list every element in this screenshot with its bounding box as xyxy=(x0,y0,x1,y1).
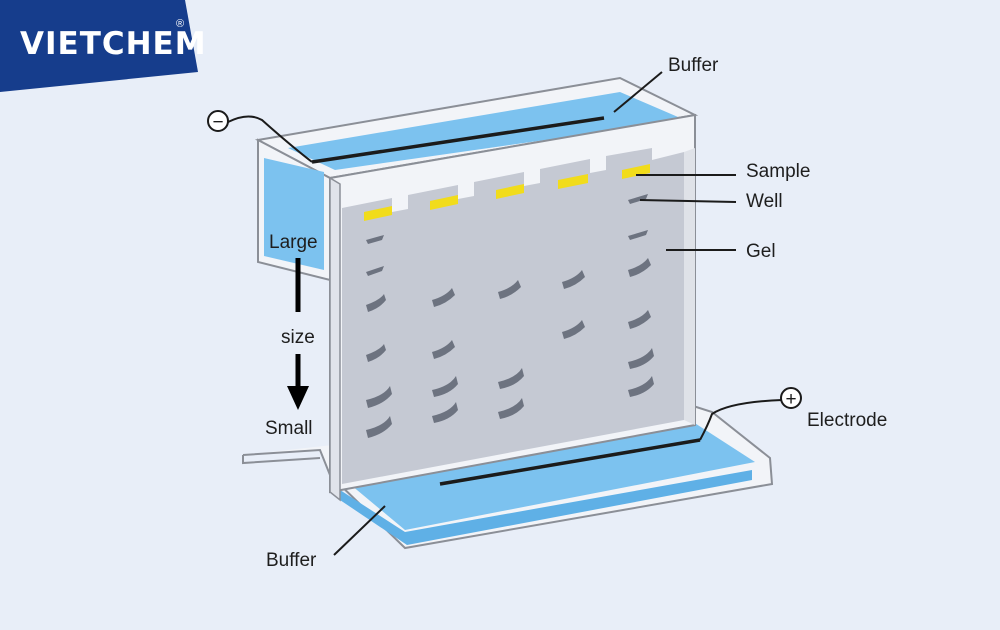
bottom-buffer-front xyxy=(340,470,752,545)
side-buffer xyxy=(264,158,324,270)
positive-terminal-icon xyxy=(780,387,802,409)
label-electrode: Electrode xyxy=(807,410,887,431)
size-arrow xyxy=(287,258,309,410)
band xyxy=(498,398,524,419)
band xyxy=(628,258,651,277)
gel-right-edge xyxy=(684,148,695,425)
band xyxy=(562,270,585,289)
band xyxy=(432,340,455,359)
leader-lines xyxy=(333,71,737,556)
top-electrode-wire xyxy=(311,116,605,164)
band xyxy=(628,376,654,397)
band xyxy=(562,320,585,339)
band xyxy=(432,402,458,423)
band xyxy=(366,266,384,276)
band xyxy=(628,194,648,204)
label-buffer-top: Buffer xyxy=(668,55,719,76)
logo-text: VIETCHEM xyxy=(20,26,207,62)
gel xyxy=(342,148,684,484)
band xyxy=(498,280,521,299)
sample-lane-2 xyxy=(430,195,458,210)
negative-lead xyxy=(227,115,313,163)
positive-lead xyxy=(699,399,783,441)
gel-side-edge xyxy=(329,176,341,502)
label-buffer-bottom: Buffer xyxy=(266,550,317,571)
sample-lane-4 xyxy=(558,174,588,189)
bottom-electrode-wire xyxy=(439,438,701,486)
leader-buffer-top xyxy=(613,71,663,113)
band xyxy=(366,344,386,362)
arrow-down-icon xyxy=(287,386,309,410)
band xyxy=(366,235,384,244)
sample-lane-1 xyxy=(364,206,392,221)
negative-terminal-icon xyxy=(207,110,229,132)
negative-sign: − xyxy=(212,112,223,133)
band xyxy=(432,376,458,397)
leader-well xyxy=(639,199,737,203)
band xyxy=(628,348,654,369)
label-gel: Gel xyxy=(746,241,776,262)
leader-buffer-bottom xyxy=(333,505,386,556)
band xyxy=(366,294,386,312)
label-size: size xyxy=(281,327,315,348)
tray-left-edge xyxy=(242,455,321,465)
electrodes xyxy=(227,115,783,486)
label-large: Large xyxy=(269,232,318,253)
positive-terminal: + xyxy=(780,387,802,410)
logo-badge xyxy=(0,0,198,92)
label-sample: Sample xyxy=(746,161,810,182)
band xyxy=(628,310,651,329)
positive-sign: + xyxy=(785,389,796,410)
label-small: Small xyxy=(265,418,313,439)
band xyxy=(366,416,392,438)
sample-lane-5 xyxy=(622,164,650,179)
sample-lane-3 xyxy=(496,184,524,199)
negative-terminal: − xyxy=(207,110,229,133)
bands xyxy=(366,194,654,438)
logo: VIETCHEM ® xyxy=(0,0,207,92)
band xyxy=(366,386,392,408)
samples xyxy=(364,164,650,221)
gel-slab xyxy=(329,113,696,502)
logo-registered: ® xyxy=(176,18,184,30)
label-well: Well xyxy=(746,191,783,212)
band xyxy=(498,368,524,389)
labels: Buffer Sample Well Gel Electrode Buffer … xyxy=(265,55,887,571)
band xyxy=(432,288,455,307)
band xyxy=(628,230,648,240)
